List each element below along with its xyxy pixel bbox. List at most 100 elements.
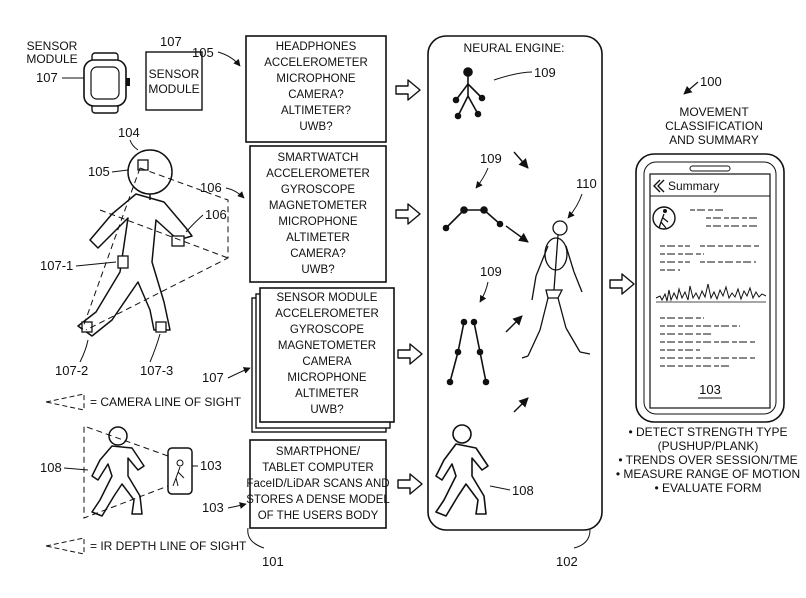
- ref-103-screen: 103: [699, 382, 721, 397]
- text-line: TABLET COMPUTER: [262, 462, 373, 474]
- sensor-module-stack: [251, 287, 395, 433]
- text-line: MODULE: [148, 82, 199, 96]
- ref-108-right: 108: [512, 483, 534, 498]
- ref-109-c: 109: [480, 264, 502, 279]
- text-line: SENSOR: [149, 67, 200, 81]
- ref-107-3: 107-3: [140, 363, 173, 378]
- full-skeleton-110: [521, 220, 591, 359]
- text-line: • TRENDS OVER SESSION/TME: [618, 453, 797, 467]
- text-line: (PUSHUP/PLANK): [658, 439, 759, 453]
- ref-105-box: 105: [192, 45, 214, 60]
- smartphone-box-text: SMARTPHONE/TABLET COMPUTER FaceID/LiDAR S…: [246, 446, 390, 522]
- ref-107-left: 107: [36, 70, 58, 85]
- smartphone-box: [249, 439, 387, 529]
- text-line: ALTIMETER: [286, 232, 350, 244]
- activity-walk-icon: [652, 206, 676, 230]
- ref-107-1: 107-1: [40, 258, 73, 273]
- ref-109-a: 109: [534, 65, 556, 80]
- camera-legend: = CAMERA LINE OF SIGHT: [45, 393, 242, 411]
- phone-scanner-icon: [167, 447, 193, 495]
- ref-104: 104: [118, 125, 140, 140]
- ref-107-2: 107-2: [55, 363, 88, 378]
- neural-engine-title: NEURAL ENGINE:: [464, 41, 565, 55]
- skeleton-upper-109: [452, 67, 486, 120]
- skeleton-arms-109: [442, 206, 504, 232]
- ir-legend-text: = IR DEPTH LINE OF SIGHT: [90, 539, 247, 553]
- text-line: CLASSIFICATION: [665, 119, 763, 133]
- text-line: GYROSCOPE: [281, 184, 355, 196]
- text-line: SMARTPHONE/: [276, 446, 361, 458]
- watch-icon: [83, 52, 130, 114]
- text-line: ACCELEROMETER: [275, 308, 379, 320]
- text-line: SENSOR: [27, 39, 78, 53]
- text-line: • EVALUATE FORM: [654, 481, 761, 495]
- text-line: UWB?: [301, 264, 334, 276]
- motion-waveform: [655, 283, 767, 302]
- text-line: CAMERA: [302, 356, 352, 368]
- ir-legend: = IR DEPTH LINE OF SIGHT: [45, 537, 247, 555]
- text-line: FaceID/LiDAR SCANS AND: [246, 478, 389, 490]
- ref-110: 110: [576, 176, 597, 191]
- ref-106-box: 106: [200, 180, 222, 195]
- smartwatch-box-text: SMARTWATCH ACCELEROMETER GYROSCOPE MAGNETOM…: [266, 152, 370, 276]
- text-line: • DETECT STRENGTH TYPE: [628, 425, 787, 439]
- ref-107-box: 107: [202, 370, 224, 385]
- text-line: MAGNETOMETER: [269, 200, 367, 212]
- ref-103-phone: 103: [200, 458, 222, 473]
- sensor-module-box-text: SENSOR MODULE ACCELEROMETER GYROSCOPE MAGNE…: [275, 292, 379, 416]
- sensor-nodes: [81, 159, 185, 333]
- ref-106-body: 106: [205, 207, 227, 222]
- text-line: HEADPHONES: [276, 41, 357, 53]
- person-108-icon: [435, 424, 489, 517]
- text-line: MICROPHONE: [278, 216, 358, 228]
- ref-105-body: 105: [88, 164, 110, 179]
- smartwatch-box: [249, 145, 387, 283]
- camera-legend-text: = CAMERA LINE OF SIGHT: [90, 395, 242, 409]
- text-line: MICROPHONE: [287, 372, 367, 384]
- ref-100: 100: [700, 74, 722, 89]
- scanned-person-figure: [91, 426, 145, 517]
- text-line: ACCELEROMETER: [264, 57, 368, 69]
- ref-101: 101: [262, 554, 284, 569]
- sensor-module-box: [145, 51, 203, 111]
- ir-sight-lines: [83, 425, 169, 519]
- text-line: STORES A DENSE MODEL: [246, 494, 390, 506]
- ref-102: 102: [556, 554, 578, 569]
- headphones-box-text: HEADPHONES ACCELEROMETER MICROPHONE CAMERA?…: [264, 41, 368, 133]
- text-line: • MEASURE RANGE OF MOTION: [616, 467, 800, 481]
- summary-text-placeholder-lines: [660, 209, 760, 367]
- skeleton-legs-109: [446, 318, 490, 386]
- text-line: ALTIMETER?: [281, 105, 351, 117]
- ref-109-b: 109: [480, 151, 502, 166]
- summary-bullets: • DETECT STRENGTH TYPE(PUSHUP/PLANK)• TR…: [616, 425, 800, 495]
- text-line: AND SUMMARY: [669, 133, 759, 147]
- flow-arrows: [505, 151, 529, 413]
- text-line: OF THE USERS BODY: [258, 510, 379, 522]
- camera-sight-lines: [81, 167, 229, 331]
- text-line: SMARTWATCH: [278, 152, 359, 164]
- phone-summary-header: Summary: [668, 179, 719, 193]
- text-line: MICROPHONE: [276, 73, 356, 85]
- text-line: GYROSCOPE: [290, 324, 364, 336]
- text-line: UWB?: [299, 121, 332, 133]
- text-line: ACCELEROMETER: [266, 168, 370, 180]
- hollow-arrows: [395, 79, 635, 495]
- text-line: MAGNETOMETER: [278, 340, 376, 352]
- text-line: ALTIMETER: [295, 388, 359, 400]
- text-line: MODULE: [26, 52, 77, 66]
- text-line: SENSOR MODULE: [277, 292, 378, 304]
- ref-107-top: 107: [160, 34, 182, 49]
- headphones-box: [245, 35, 387, 143]
- text-line: CAMERA?: [288, 89, 344, 101]
- text-line: UWB?: [310, 404, 343, 416]
- neural-engine-panel: [427, 35, 603, 531]
- text-line: MOVEMENT: [679, 105, 749, 119]
- leader-104: [129, 139, 139, 151]
- ref-108-left: 108: [40, 460, 62, 475]
- text-line: CAMERA?: [290, 248, 346, 260]
